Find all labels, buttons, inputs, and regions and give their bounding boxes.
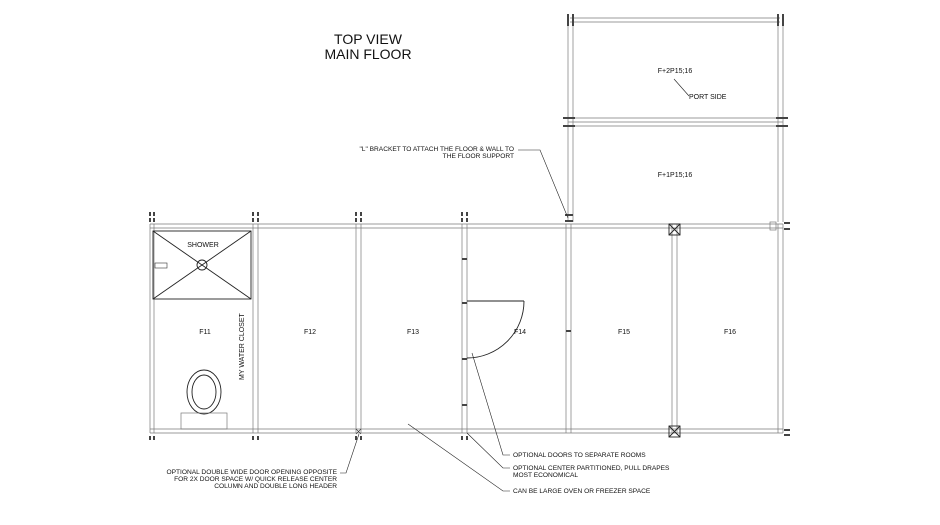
upper-section-posts: [563, 14, 788, 127]
port-side-leader: [673, 78, 690, 97]
note-partition-leader: [466, 432, 510, 469]
room-label-f11: F11: [199, 329, 211, 336]
title-line-2: MAIN FLOOR: [324, 46, 411, 62]
note-bracket-line-2: THE FLOOR SUPPORT: [443, 153, 514, 160]
room-label-f16: F16: [724, 329, 736, 336]
main-floor-posts: [149, 212, 790, 440]
note-doors-leader: [471, 352, 510, 456]
room-label-f15: F15: [618, 329, 630, 336]
note-oven: CAN BE LARGE OVEN OR FREEZER SPACE: [513, 488, 651, 495]
drain-icon: [196, 259, 208, 271]
column-bracing: [355, 223, 681, 438]
water-closet-label: MY WATER CLOSET: [239, 313, 246, 380]
room-label-f2p: F+2P15;16: [658, 68, 693, 75]
title-line-1: TOP VIEW: [334, 31, 403, 47]
shower-stall: [152, 230, 252, 300]
note-bracket-leader: [518, 149, 569, 219]
note-double-door-leader: [340, 433, 360, 474]
room-label-f1p: F+1P15;16: [658, 172, 693, 179]
upper-section-walls: [567, 17, 784, 222]
note-double-door-line-1: OPTIONAL DOUBLE WIDE DOOR OPENING OPPOSI…: [167, 469, 338, 476]
note-partition-line-1: OPTIONAL CENTER PARTITIONED, PULL DRAPES: [513, 465, 670, 472]
note-doors: OPTIONAL DOORS TO SEPARATE ROOMS: [513, 452, 646, 459]
note-double-door-line-3: COLUMN AND DOUBLE LONG HEADER: [214, 483, 337, 490]
shower-label: SHOWER: [187, 242, 219, 249]
note-oven-leader: [407, 423, 510, 492]
room-label-f12: F12: [304, 329, 316, 336]
note-bracket-line-1: "L" BRACKET TO ATTACH THE FLOOR & WALL T…: [359, 146, 514, 153]
room-label-f14: F14: [514, 329, 526, 336]
port-side-label: PORT SIDE: [689, 94, 727, 101]
note-partition-line-2: MOST ECONOMICAL: [513, 472, 578, 479]
door-swing: [466, 300, 525, 359]
room-label-f13: F13: [407, 329, 419, 336]
note-double-door-line-2: FOR 2X DOOR SPACE W/ QUICK RELEASE CENTE…: [174, 476, 337, 483]
toilet-fixture: [180, 369, 228, 430]
